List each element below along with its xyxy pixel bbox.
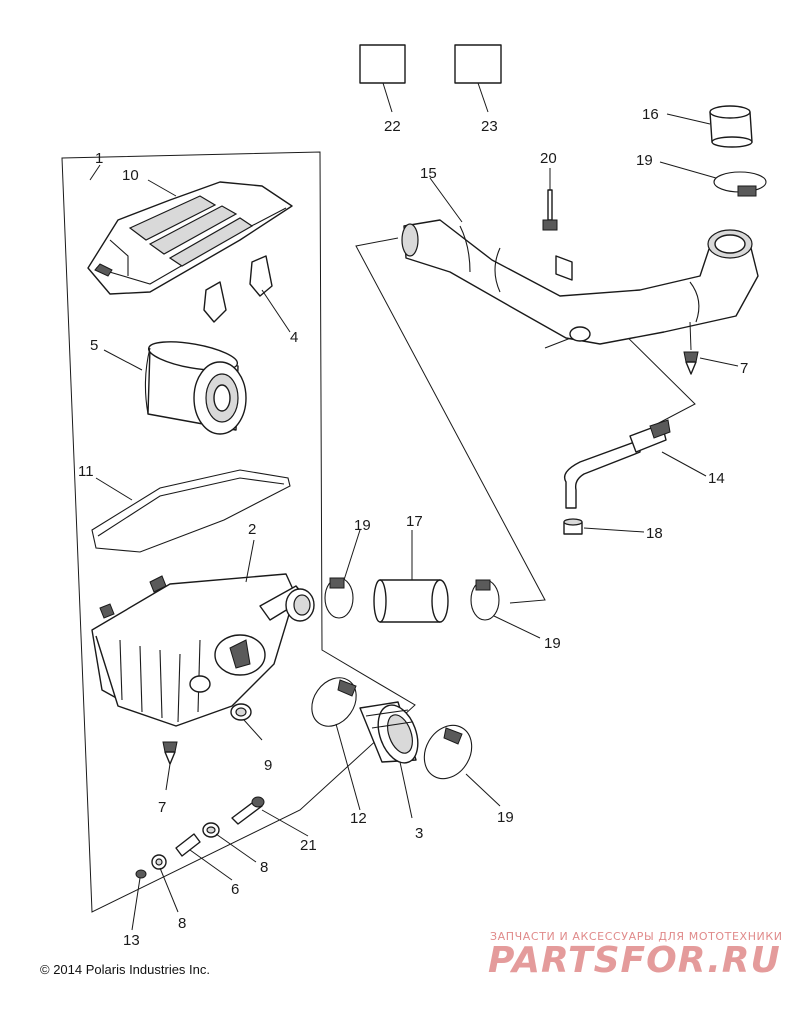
drain-valve-2-part <box>683 351 699 375</box>
watermark-brand: PARTSFOR.RU <box>488 940 781 981</box>
copyright-text: © 2014 Polaris Industries Inc. <box>40 962 210 977</box>
airbox-cover-part <box>87 181 293 295</box>
part-22-label-box <box>359 44 406 84</box>
clip-part <box>203 255 273 323</box>
callout-9: 9 <box>264 757 272 774</box>
part-23-label-box <box>454 44 502 84</box>
callout-15: 15 <box>420 165 437 182</box>
intake-duct-part <box>401 219 759 345</box>
callout-10: 10 <box>122 167 139 184</box>
callout-19-right: 19 <box>544 635 561 652</box>
plug-part <box>230 703 252 721</box>
callout-8-left: 8 <box>178 915 186 932</box>
watermark-tagline: ЗАПЧАСТИ И АКСЕССУАРЫ ДЛЯ МОТОТЕХНИКИ <box>490 930 783 943</box>
callout-3: 3 <box>415 825 423 842</box>
callout-6: 6 <box>231 881 239 898</box>
callout-22: 22 <box>384 118 401 135</box>
callout-21: 21 <box>300 837 317 854</box>
callout-17: 17 <box>406 513 423 530</box>
callout-23: 23 <box>481 118 498 135</box>
callout-5: 5 <box>90 337 98 354</box>
callout-19-lower-right: 19 <box>497 809 514 826</box>
breather-hose-part <box>563 419 671 509</box>
callout-12: 12 <box>350 810 367 827</box>
callout-11: 11 <box>78 463 94 480</box>
clamp-19-part <box>324 171 767 780</box>
callout-18: 18 <box>646 525 663 542</box>
callout-14: 14 <box>708 470 725 487</box>
callout-7-upper: 7 <box>740 360 748 377</box>
tube-17-part <box>373 579 449 623</box>
air-filter-part <box>144 341 247 435</box>
drain-valve-part <box>162 741 178 765</box>
callout-1: 1 <box>95 150 103 167</box>
callout-13: 13 <box>123 932 140 949</box>
bolt-20-part <box>542 189 558 231</box>
callout-16: 16 <box>642 106 659 123</box>
sleeve-16-part <box>709 105 753 148</box>
callout-19-left: 19 <box>354 517 371 534</box>
clamp-12-part <box>311 677 357 727</box>
callout-19-top: 19 <box>636 152 653 169</box>
callout-20: 20 <box>540 150 557 167</box>
leader-lines <box>89 113 739 931</box>
airbox-part <box>91 573 315 727</box>
callout-4: 4 <box>290 329 298 346</box>
assembly-frame <box>61 151 416 913</box>
intake-frame <box>355 237 546 604</box>
boot-part <box>359 701 419 764</box>
callout-8-right: 8 <box>260 859 268 876</box>
callout-2: 2 <box>248 521 256 538</box>
gasket-part <box>91 469 291 553</box>
cap-18-part <box>563 518 583 535</box>
callout-7-lower: 7 <box>158 799 166 816</box>
hardware-parts <box>135 796 265 879</box>
